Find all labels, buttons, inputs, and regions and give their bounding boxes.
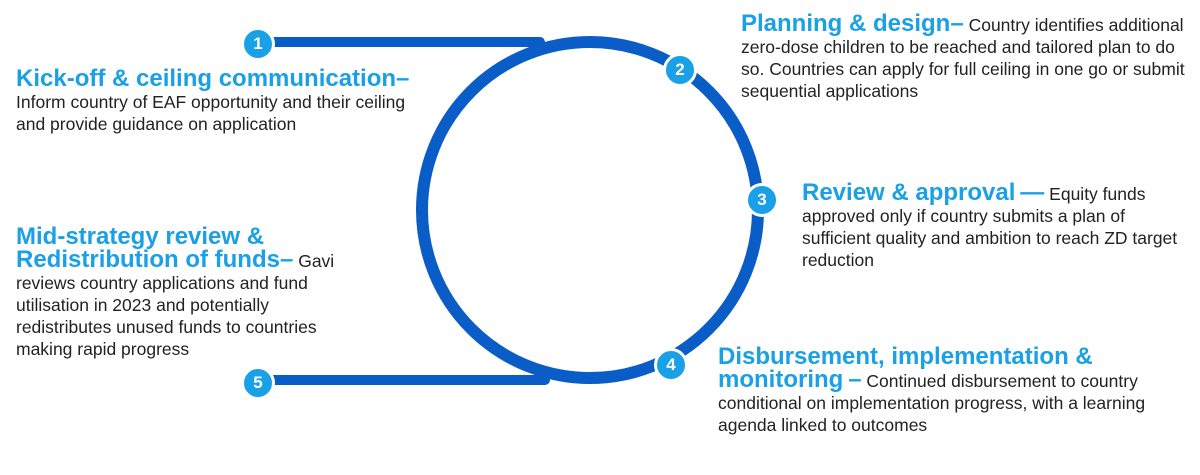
step-3-dash: — xyxy=(1020,179,1045,206)
step-2-description: Country identifies additional zero-dose … xyxy=(741,15,1185,101)
step-1-number: 1 xyxy=(253,34,263,53)
step-3-marker: 3 xyxy=(745,183,779,217)
step-3-description: Equity funds approved only if country su… xyxy=(802,184,1178,270)
step-1-text: Kick-off & ceiling communication– Inform… xyxy=(16,65,416,135)
step-3-title: Review & approval xyxy=(802,179,1016,206)
step-1-title: Kick-off & ceiling communication xyxy=(16,65,397,92)
step-4-title: Disbursement, implementation & monitorin… xyxy=(718,343,1093,393)
step-4-description: Continued disbursement to country condit… xyxy=(718,371,1146,435)
step-4-number: 4 xyxy=(666,355,676,374)
step-1-dash: – xyxy=(396,65,410,92)
step-5-marker: 5 xyxy=(241,366,275,400)
step-5-text: Mid-strategy review & Redistribution of … xyxy=(16,223,368,360)
step-1-marker: 1 xyxy=(241,27,275,61)
step-5-number: 5 xyxy=(253,373,263,392)
process-loop-circle xyxy=(416,36,764,384)
step-2-dash: – xyxy=(950,10,964,37)
step-4-marker: 4 xyxy=(654,348,688,382)
step-2-number: 2 xyxy=(675,60,685,79)
step-4-dash: – xyxy=(848,366,862,393)
step-5-dash: – xyxy=(279,246,294,273)
step-1-description: Inform country of EAF opportunity and th… xyxy=(16,92,406,134)
step-3-number: 3 xyxy=(757,190,767,209)
step-5-description: Gavi reviews country applications and fu… xyxy=(16,251,335,359)
step-5-title: Mid-strategy review & Redistribution of … xyxy=(16,223,280,273)
step-3-text: Review & approval — Equity funds approve… xyxy=(802,179,1194,271)
step-2-marker: 2 xyxy=(663,53,697,87)
step-2-title: Planning & design xyxy=(741,10,951,37)
step-4-text: Disbursement, implementation & monitorin… xyxy=(718,343,1168,436)
step-2-text: Planning & design– Country identifies ad… xyxy=(741,10,1191,102)
